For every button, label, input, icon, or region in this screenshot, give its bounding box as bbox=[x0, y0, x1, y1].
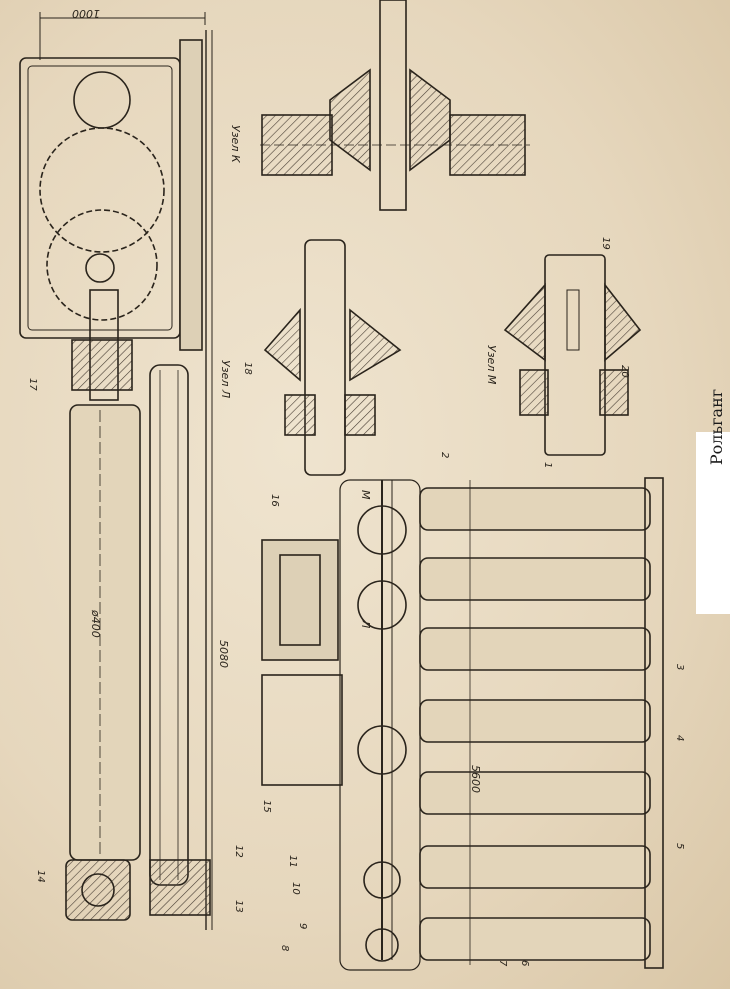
part-20: 20 bbox=[619, 365, 630, 378]
part-14: 14 bbox=[35, 870, 46, 883]
caption-box: Рольганг bbox=[696, 389, 730, 614]
part-8: 8 bbox=[279, 945, 290, 951]
plan-view bbox=[261, 477, 664, 971]
part-6: 6 bbox=[519, 960, 530, 966]
node-l-label: Узел Л bbox=[219, 360, 232, 398]
part-19: 19 bbox=[600, 237, 611, 250]
part-3: 3 bbox=[674, 664, 685, 670]
roller-array bbox=[419, 487, 651, 961]
part-number-labels: 1 2 3 4 5 6 7 8 9 10 11 12 13 14 15 16 1… bbox=[27, 237, 685, 967]
part-2: 2 bbox=[439, 452, 450, 458]
mark-l: Л bbox=[359, 619, 372, 628]
part-11: 11 bbox=[287, 855, 298, 868]
caption-text: Рольганг bbox=[707, 388, 726, 466]
part-5: 5 bbox=[674, 843, 685, 849]
node-k-label: Узел К bbox=[229, 125, 242, 164]
part-16: 16 bbox=[269, 494, 280, 507]
dim-length-roll: 5080 bbox=[217, 640, 230, 668]
dimension-labels: 1000 5080 ø400 5600 bbox=[72, 7, 482, 793]
part-7: 7 bbox=[497, 960, 508, 967]
dim-spacing: 5600 bbox=[469, 765, 482, 793]
part-13: 13 bbox=[233, 900, 244, 913]
part-4: 4 bbox=[674, 735, 685, 741]
part-10: 10 bbox=[290, 882, 301, 895]
part-17: 17 bbox=[27, 378, 38, 391]
side-view bbox=[19, 12, 213, 930]
part-1: 1 bbox=[542, 462, 553, 468]
dim-roll-diameter: ø400 bbox=[89, 609, 102, 638]
part-15: 15 bbox=[261, 800, 272, 813]
node-k-detail bbox=[260, 0, 530, 211]
node-m-label: Узел М bbox=[485, 345, 498, 385]
part-9: 9 bbox=[297, 923, 308, 929]
mark-m: М bbox=[359, 490, 372, 500]
part-18: 18 bbox=[242, 362, 253, 375]
part-12: 12 bbox=[233, 845, 244, 858]
dim-width-total: 1000 bbox=[72, 7, 100, 20]
node-labels: Узел К Узел Л Узел М М Л bbox=[219, 125, 498, 628]
node-l-detail bbox=[263, 239, 402, 476]
node-m-detail bbox=[503, 254, 642, 456]
